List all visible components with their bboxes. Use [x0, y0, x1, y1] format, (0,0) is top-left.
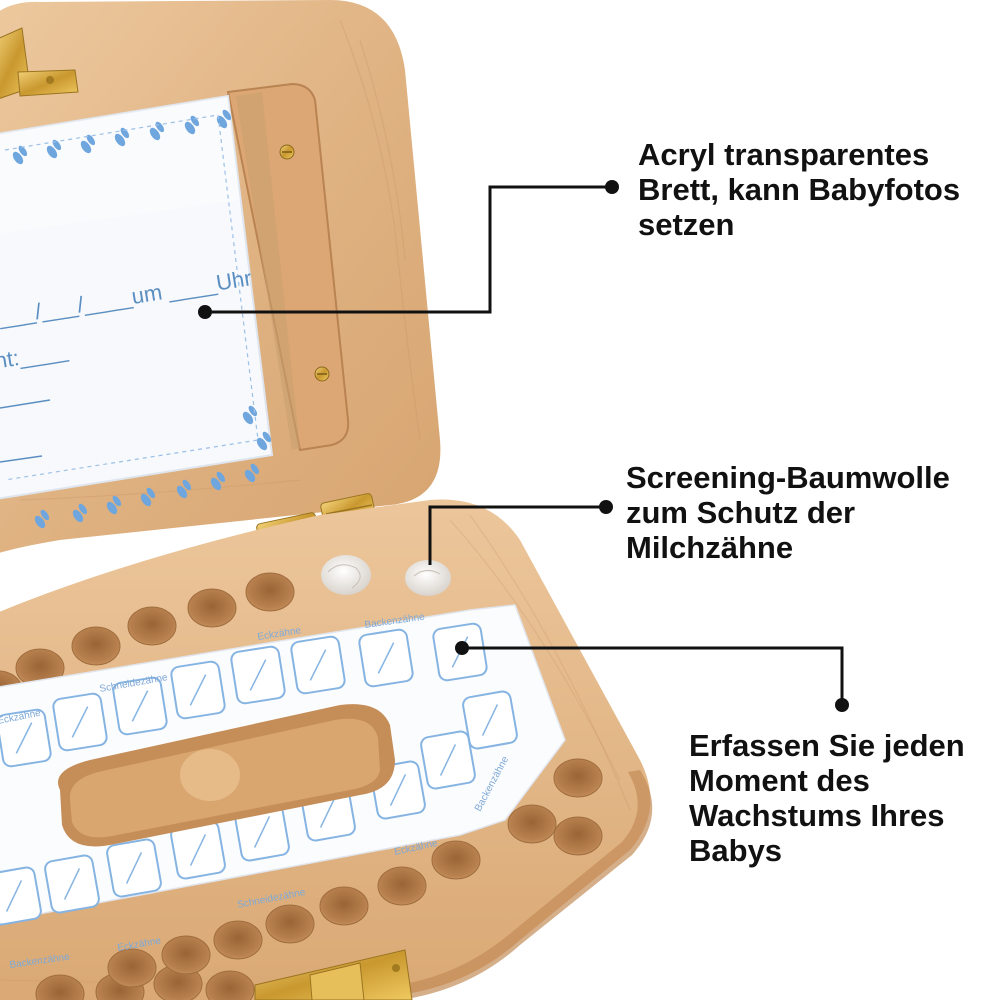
tooth-hole: [377, 866, 427, 906]
footprint-icon: [72, 503, 88, 523]
callout-line: zum Schutz der: [626, 495, 856, 530]
tooth-hole: [319, 886, 369, 926]
callout-line: setzen: [638, 207, 735, 242]
tooth-hole: [213, 920, 263, 960]
tooth-hole: [245, 572, 295, 612]
footprint-icon: [12, 145, 28, 165]
callout-dot-2: [599, 500, 613, 514]
footprint-icon: [80, 134, 96, 154]
tooth-hole: [507, 804, 557, 844]
tooth-box: [170, 660, 226, 720]
tooth-hole: [553, 816, 603, 856]
tooth-hole: [431, 840, 481, 880]
finger-groove: [58, 704, 395, 847]
callout-line: Brett, kann Babyfotos: [638, 172, 961, 207]
tooth-hole: [107, 948, 157, 988]
callout-line: Acryl transparentes: [638, 137, 930, 172]
cotton-ball-icon: [321, 555, 371, 595]
latch-icon: [0, 27, 79, 99]
callout-line: Erfassen Sie jeden: [689, 728, 965, 763]
callout-cotton: Screening-Baumwolle zum Schutz der Milch…: [626, 460, 950, 565]
footprint-icon: [210, 471, 226, 491]
front-clasp-icon: [254, 949, 413, 1000]
tooth-box: [358, 628, 414, 688]
callout-dot-3a: [455, 641, 469, 655]
callout-dot-3b: [835, 698, 849, 712]
footprint-icon: [256, 431, 272, 451]
footprint-icon: [242, 405, 258, 425]
tooth-box: [290, 635, 346, 695]
tooth-hole: [35, 974, 85, 1000]
callout-leader-3: [462, 646, 844, 705]
screw-icon: [279, 144, 295, 160]
tooth-box: [0, 866, 42, 926]
tooth-box: [52, 692, 108, 752]
tooth-hole: [71, 626, 121, 666]
callout-line: Screening-Baumwolle: [626, 460, 950, 495]
screw-icon: [314, 366, 330, 382]
callout-dot-1b: [605, 180, 619, 194]
callout-line: Milchzähne: [626, 530, 794, 565]
tooth-box: [420, 730, 476, 790]
tooth-box: [462, 690, 518, 750]
footprint-icon: [106, 495, 122, 515]
callout-leader-2: [428, 505, 606, 565]
callout-growth: Erfassen Sie jeden Moment des Wachstums …: [689, 728, 965, 868]
callout-acrylic-board: Acryl transparentes Brett, kann Babyfoto…: [638, 137, 960, 242]
tooth-box: [170, 820, 226, 880]
callout-line: Babys: [689, 833, 783, 868]
tooth-hole: [127, 606, 177, 646]
tooth-hole: [187, 588, 237, 628]
callout-dot-1a: [198, 305, 212, 319]
footprint-icon: [244, 463, 260, 483]
tooth-hole: [161, 935, 211, 975]
tooth-hole: [205, 970, 255, 1000]
tooth-box: [106, 838, 162, 898]
footprint-icon: [176, 479, 192, 499]
tooth-box: [112, 676, 168, 736]
cotton-ball-icon: [405, 560, 451, 596]
photo-card: ___/___/____um ____Uhr nt:____: [0, 94, 274, 529]
tooth-box: [230, 645, 286, 705]
tooth-hole: [553, 758, 603, 798]
tooth-box: [0, 708, 52, 768]
tooth-hole: [265, 904, 315, 944]
tooth-box: [44, 854, 100, 914]
callout-line: Moment des: [689, 763, 870, 798]
footprint-icon: [114, 127, 130, 147]
footprint-icon: [34, 509, 50, 529]
footprint-icon: [184, 115, 200, 135]
callout-line: Wachstums Ihres: [689, 798, 945, 833]
tooth-holes: [0, 572, 603, 1000]
footprint-icon: [140, 487, 156, 507]
callout-leader-1: [205, 185, 612, 314]
